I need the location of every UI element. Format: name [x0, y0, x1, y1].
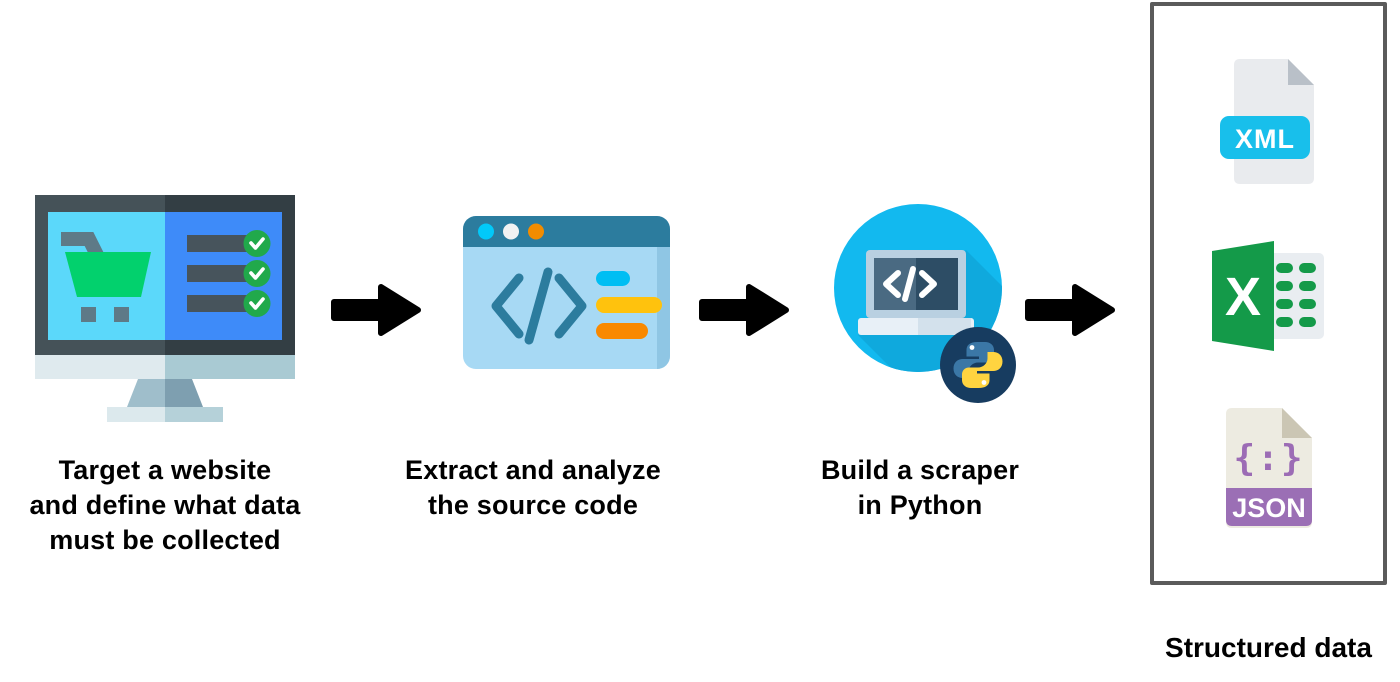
caption-line: the source code: [427, 490, 639, 520]
python-laptop-icon: [834, 204, 1016, 403]
xml-label-badge: [1219, 116, 1310, 159]
check-circle-icon: [243, 230, 271, 257]
sheet-rows: [1276, 263, 1316, 327]
shopping-cart-icon: [61, 232, 151, 322]
caption-line: Target a website: [58, 455, 272, 485]
code-brackets-icon: [883, 266, 937, 302]
excel-file-icon: X: [1212, 241, 1324, 351]
folded-corner: [1287, 59, 1314, 85]
window-dot-orange-icon: [528, 223, 544, 240]
browser-edge-shade: [657, 244, 670, 369]
browser-titlebar: [463, 216, 670, 247]
excel-x-letter: X: [1225, 267, 1261, 327]
xml-label: XML: [1235, 124, 1295, 154]
laptop-icon: [858, 250, 974, 335]
step3-caption: Build a scraper in Python: [770, 453, 1070, 523]
window-dot-cyan-icon: [478, 223, 494, 240]
monitor-chin-left: [35, 355, 165, 379]
json-braces-glyph: {:}: [1233, 438, 1304, 479]
code-lines: [596, 271, 662, 339]
arrow-right-icon: [699, 284, 789, 336]
python-logo-icon: [940, 327, 1016, 403]
browser-code-icon: [463, 216, 670, 369]
monitor-base-left: [107, 407, 165, 422]
json-file-icon: {:} JSON: [1225, 408, 1312, 528]
json-label: JSON: [1232, 493, 1306, 523]
arrow-right-icon: [1025, 284, 1115, 336]
folded-corner: [1281, 408, 1312, 438]
checklist: [187, 230, 271, 317]
caption-line: Build a scraper: [820, 455, 1020, 485]
caption-line: Extract and analyze: [405, 455, 661, 485]
monitor-chin-right: [165, 355, 295, 379]
structured-data-panel: XML X {:} JSON: [1150, 2, 1387, 585]
code-brackets-icon: [491, 267, 587, 345]
monitor-neck-right: [165, 379, 203, 407]
monitor-base-right: [165, 407, 223, 422]
xml-file-icon: XML: [1219, 59, 1314, 184]
excel-cover: [1212, 241, 1274, 351]
caption-line: and define what data: [29, 490, 301, 520]
step2-caption: Extract and analyze the source code: [383, 453, 683, 523]
check-circle-icon: [243, 290, 271, 317]
monitor-neck-left: [127, 379, 165, 407]
output-caption: Structured data: [1165, 632, 1372, 663]
step1-caption: Target a website and define what data mu…: [5, 453, 325, 558]
arrow-right-icon: [331, 284, 421, 336]
caption-line: must be collected: [49, 525, 281, 555]
check-circle-icon: [243, 260, 271, 287]
json-label-band: [1225, 488, 1312, 526]
window-dot-white-icon: [503, 223, 519, 240]
caption-line: in Python: [857, 490, 983, 520]
monitor-shopping-cart-icon: [35, 195, 295, 422]
